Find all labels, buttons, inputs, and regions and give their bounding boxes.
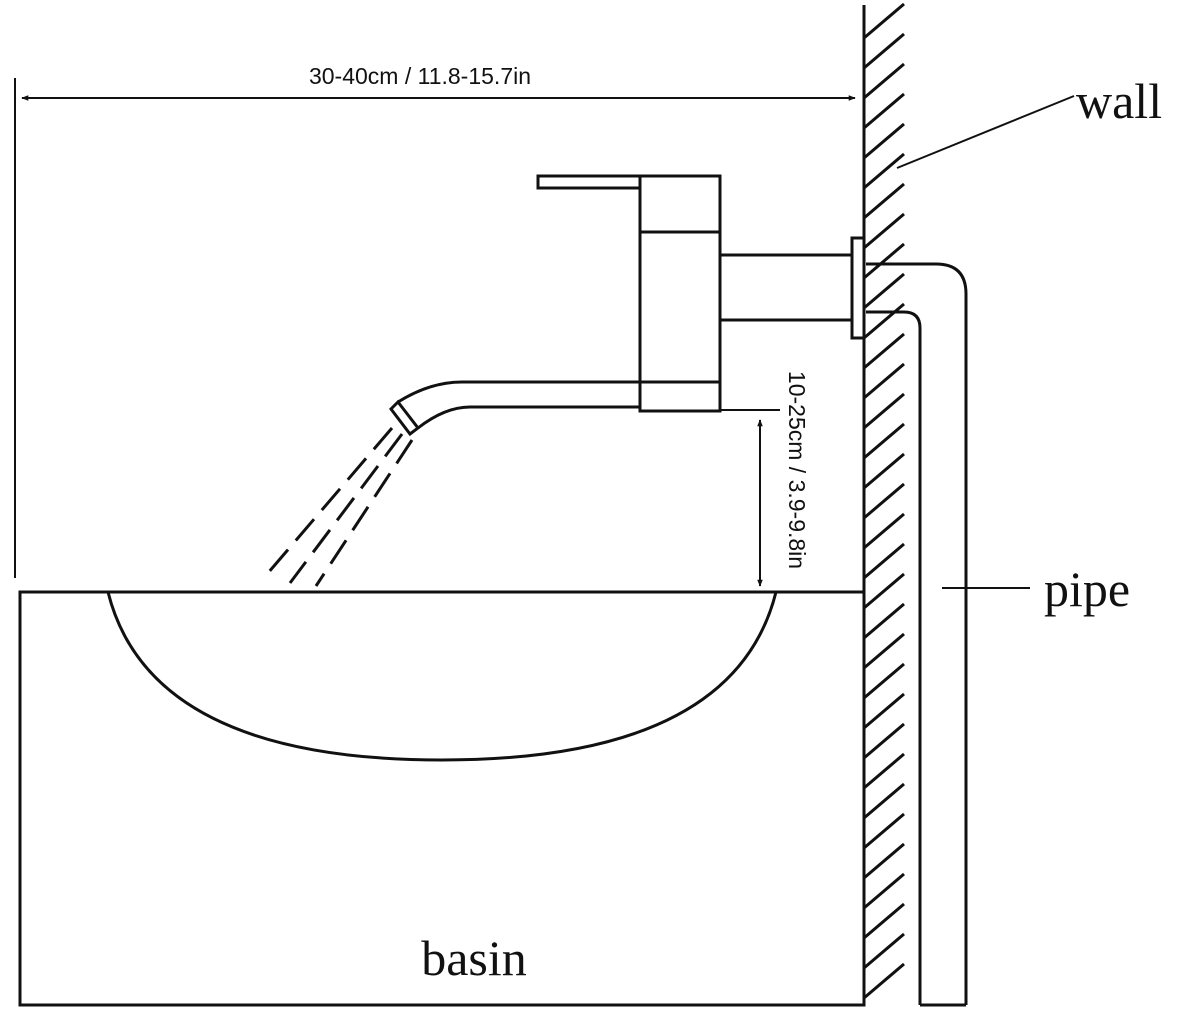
water-stream-line-1 — [260, 427, 394, 581]
wall-hatch-mark — [863, 422, 905, 460]
wall-hatch-mark — [863, 692, 905, 730]
pipe-inner-wall — [866, 310, 922, 1005]
faucet — [389, 174, 866, 437]
wall-hatch-mark — [863, 662, 905, 700]
wall-hatch-mark — [863, 2, 905, 40]
basin: basin — [18, 590, 866, 1007]
wall-hatch-mark — [863, 722, 905, 760]
wall-hatch-mark — [863, 632, 905, 670]
wall-hatch-mark — [863, 782, 905, 820]
wall-hatch-mark — [863, 482, 905, 520]
wall-hatch-mark — [863, 512, 905, 550]
wall-hatch-mark — [863, 92, 905, 130]
wall-hatch-mark — [863, 752, 905, 790]
wall-hatch-mark — [863, 32, 905, 70]
horizontal-dimension-text: 30-40cm / 11.8-15.7in — [309, 63, 531, 89]
wall-hatch-mark — [863, 302, 905, 340]
pipe-outer-wall — [866, 262, 968, 1005]
pipe — [866, 262, 968, 1007]
wall-hatch-mark — [863, 452, 905, 490]
wall-hatch-mark — [863, 902, 905, 940]
wall-hatch-mark — [863, 842, 905, 880]
wall-hatch-mark — [863, 362, 905, 400]
wall-hatch-mark — [863, 272, 905, 310]
faucet-aerator — [389, 399, 421, 437]
basin-cabinet — [18, 590, 866, 1007]
faucet-spout-bottom — [417, 405, 640, 430]
wall-hatch-mark — [863, 182, 905, 220]
pipe-label-group: pipe — [942, 561, 1130, 617]
vertical-dimension-text: 10-25cm / 3.9-9.8in — [784, 371, 810, 569]
faucet-body — [638, 174, 722, 413]
wall — [862, 2, 905, 1005]
basin-label: basin — [421, 930, 527, 986]
wall-label-group: wall — [896, 73, 1162, 169]
pipe-label: pipe — [1044, 561, 1130, 617]
wall-hatch-mark — [863, 872, 905, 910]
wall-hatch-mark — [863, 122, 905, 160]
wall-hatching — [863, 2, 905, 1000]
wall-hatch-mark — [863, 962, 905, 1000]
wall-hatch-mark — [863, 602, 905, 640]
wall-hatch-mark — [863, 62, 905, 100]
wall-hatch-mark — [863, 152, 905, 190]
faucet-lever-handle — [536, 174, 640, 190]
wall-hatch-mark — [863, 212, 905, 250]
faucet-spout-top — [397, 380, 640, 404]
wall-hatch-mark — [863, 932, 905, 970]
wall-hatch-mark — [863, 542, 905, 580]
water-stream-line-3 — [314, 439, 414, 587]
wall-label: wall — [1076, 73, 1162, 129]
wall-hatch-mark — [863, 332, 905, 370]
water-stream-line-2 — [288, 433, 404, 584]
wall-leader-line — [896, 95, 1075, 169]
horizontal-dimension: 30-40cm / 11.8-15.7in — [14, 63, 856, 578]
vertical-dimension: 10-25cm / 3.9-9.8in — [720, 371, 810, 587]
wall-hatch-mark — [863, 392, 905, 430]
wall-hatch-mark — [863, 242, 905, 280]
wall-hatch-mark — [863, 572, 905, 610]
wall-hatch-mark — [863, 812, 905, 850]
faucet-wall-flange — [850, 236, 866, 340]
water-stream — [260, 427, 414, 587]
basin-bowl-curve — [106, 591, 778, 762]
